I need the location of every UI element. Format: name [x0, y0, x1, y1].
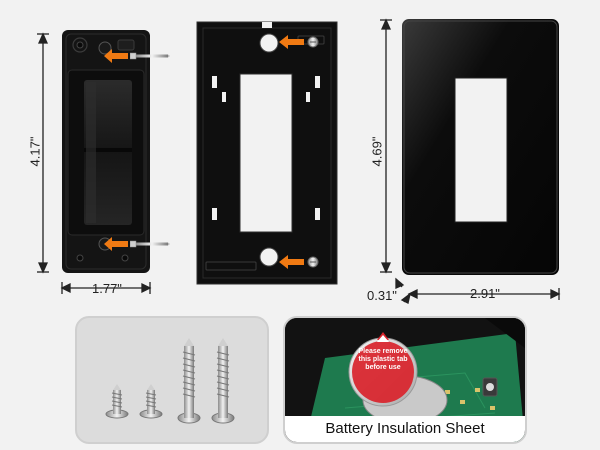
screw-icon [139, 384, 163, 419]
arrow-icon [279, 35, 304, 49]
rocker-switch [37, 30, 170, 294]
switch-height-dimension [37, 32, 49, 274]
battery-panel: Please remove this plastic tab before us… [283, 316, 527, 444]
arrow-icon [279, 255, 304, 269]
insulation-tab [352, 341, 414, 403]
screw-icon [105, 384, 129, 419]
screw-icon [211, 338, 235, 424]
switch-width-dimension [60, 282, 152, 294]
screws-illustration [105, 338, 235, 424]
wall-plate [380, 18, 561, 304]
plate-depth-dimension [395, 277, 412, 304]
screw-icon [177, 338, 201, 424]
screw-icon [307, 256, 319, 268]
sticker-text: Please remove this plastic tab before us… [358, 348, 408, 371]
arrow-icon [104, 237, 128, 251]
arrow-icon [104, 49, 128, 63]
switch-height-label: 4.17" [27, 136, 43, 167]
battery-caption: Battery Insulation Sheet [285, 416, 525, 442]
screw-icon [307, 36, 319, 48]
plate-height-dimension [380, 18, 392, 274]
plate-width-label: 2.91" [470, 286, 500, 301]
plate-depth-label: 0.31" [367, 288, 397, 303]
plate-width-dimension [407, 288, 561, 300]
switch-width-label: 1.77" [92, 281, 122, 296]
plate-height-label: 4.69" [369, 136, 385, 167]
mounting-subplate [196, 21, 338, 285]
screws-panel [75, 316, 269, 444]
